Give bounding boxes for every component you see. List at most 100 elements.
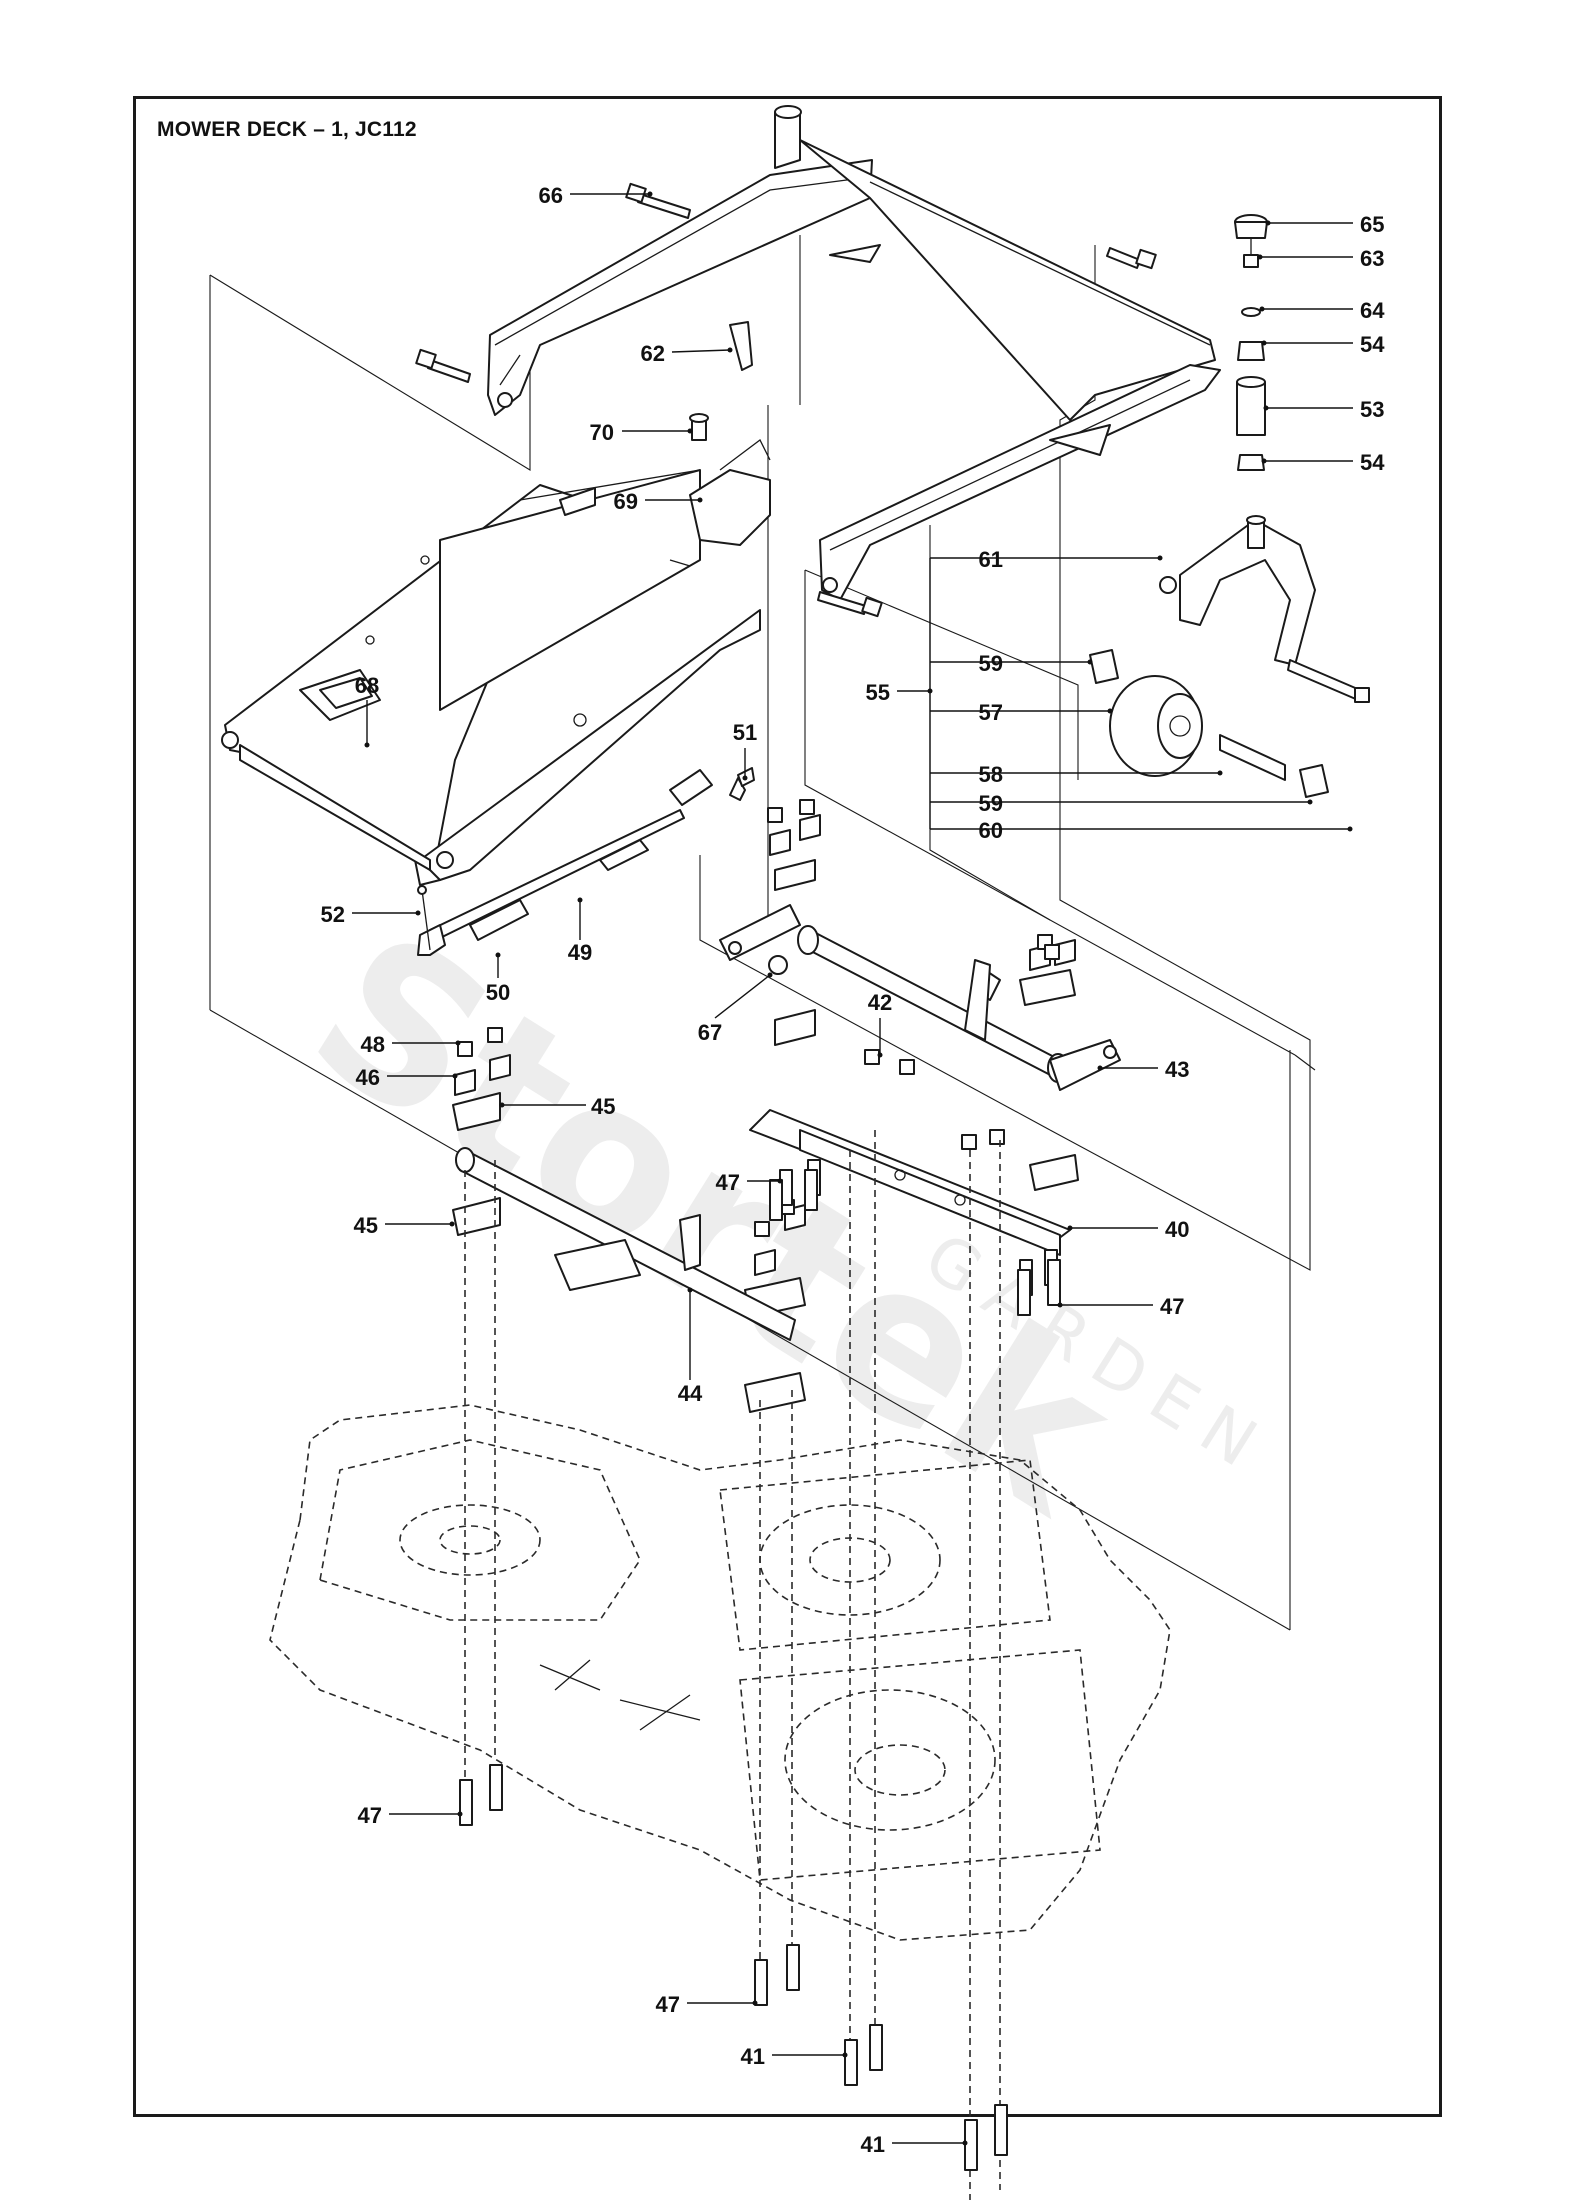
callout-c45a: 45: [499, 1094, 615, 1119]
callout-label: 60: [979, 818, 1003, 843]
callout-label: 48: [361, 1032, 385, 1057]
lift-rod-assembly: [417, 767, 755, 956]
front-pivot-shaft: [719, 904, 1121, 1091]
leader-end-dot: [962, 2140, 968, 2146]
leader-end-dot: [647, 191, 653, 197]
leader-end-dot: [577, 897, 583, 903]
leader-end-dot: [1257, 254, 1263, 260]
callout-c67: 67: [698, 972, 773, 1045]
callout-label: 52: [321, 902, 345, 927]
leader-end-dot: [455, 1040, 461, 1046]
leader-end-dot: [1107, 708, 1113, 714]
callout-label: 66: [539, 183, 563, 208]
leader-end-dot: [1157, 555, 1163, 561]
callout-c48: 48: [361, 1032, 461, 1057]
leader-end-dot: [1261, 458, 1267, 464]
callout-label: 63: [1360, 246, 1384, 271]
callout-c45b: 45: [354, 1213, 455, 1238]
callout-c49: 49: [568, 897, 592, 965]
bottom-bolts: [459, 1130, 1061, 2200]
leader-end-dot: [449, 1221, 455, 1227]
callout-c53: 53: [1263, 397, 1384, 422]
callout-label: 41: [861, 2132, 885, 2157]
deck-hanger-frame: [221, 469, 761, 886]
callout-label: 59: [979, 791, 1003, 816]
callout-c47b: 47: [1057, 1294, 1184, 1319]
callout-label: 46: [356, 1065, 380, 1090]
leader-end-dot: [495, 952, 501, 958]
callout-c42: 42: [868, 990, 892, 1058]
callout-c47a: 47: [716, 1170, 783, 1195]
callout-c52: 52: [321, 902, 421, 927]
callout-c40: 40: [1067, 1217, 1189, 1242]
callout-c47d: 47: [656, 1992, 758, 2017]
leader-end-dot: [1259, 306, 1265, 312]
callout-label: 43: [1165, 1057, 1189, 1082]
callout-c41b: 41: [861, 2132, 968, 2157]
callout-label: 61: [979, 547, 1003, 572]
callout-c47c: 47: [358, 1803, 463, 1828]
callout-c65: 65: [1265, 212, 1384, 237]
callout-label: 47: [716, 1170, 740, 1195]
callout-c60: 60: [979, 818, 1353, 843]
callout-label: 45: [591, 1094, 615, 1119]
callout-c51: 51: [733, 720, 757, 781]
leader-end-dot: [415, 910, 421, 916]
callout-label: 64: [1360, 298, 1385, 323]
callout-label: 51: [733, 720, 757, 745]
callout-label: 70: [590, 420, 614, 445]
leader-end-dot: [1057, 1302, 1063, 1308]
leader-end-dot: [687, 428, 693, 434]
callout-c44: 44: [678, 1287, 703, 1406]
leader-end-dot: [1067, 1225, 1073, 1231]
leader-end-dot: [1217, 770, 1223, 776]
leader-end-dot: [1261, 340, 1267, 346]
wheel-pivot-stack: [1234, 214, 1268, 471]
callout-c59b: 59: [979, 791, 1313, 816]
leader-end-dot: [842, 2052, 848, 2058]
callout-c43: 43: [1097, 1057, 1189, 1082]
leader-line: [671, 349, 731, 353]
callout-label: 47: [358, 1803, 382, 1828]
callout-55-bracket: [929, 557, 1010, 830]
leader-end-dot: [1307, 799, 1313, 805]
callout-label: 68: [355, 673, 379, 698]
callout-label: 69: [614, 489, 638, 514]
callout-label: 57: [979, 700, 1003, 725]
leader-end-dot: [877, 1052, 883, 1058]
callout-c54b: 54: [1261, 450, 1385, 475]
callout-label: 40: [1165, 1217, 1189, 1242]
diagram-border: [133, 96, 1442, 2117]
callout-label: 58: [979, 762, 1003, 787]
lift-arm-upper: [487, 105, 1216, 421]
leader-end-dot: [457, 1811, 463, 1817]
leader-end-dot: [1087, 659, 1093, 665]
clamp-blocks: [452, 814, 1079, 1413]
callout-label: 55: [866, 680, 890, 705]
leader-end-dot: [1097, 1065, 1103, 1071]
callout-c68: 68: [355, 673, 379, 748]
leader-end-dot: [1265, 220, 1271, 226]
bracket-62-69-70: [689, 321, 771, 546]
diagram-title: MOWER DECK – 1, JC112: [157, 118, 417, 141]
leader-line: [714, 974, 771, 1019]
gauge-wheel-assembly: [1089, 515, 1370, 798]
callout-c69: 69: [614, 489, 703, 514]
callout-c59a: 59: [979, 651, 1093, 676]
callout-label: 67: [698, 1020, 722, 1045]
callout-label: 44: [678, 1381, 703, 1406]
leader-end-dot: [767, 972, 773, 978]
callout-c46: 46: [356, 1065, 458, 1090]
leader-end-dot: [777, 1178, 783, 1184]
callout-label: 47: [656, 1992, 680, 2017]
callout-c57: 57: [979, 700, 1113, 725]
callout-c66: 66: [539, 183, 653, 208]
lift-arm-lower: [819, 364, 1221, 601]
callout-c50: 50: [486, 952, 510, 1005]
callout-label: 42: [868, 990, 892, 1015]
callout-label: 53: [1360, 397, 1384, 422]
callout-label: 47: [1160, 1294, 1184, 1319]
leader-end-dot: [752, 2000, 758, 2006]
